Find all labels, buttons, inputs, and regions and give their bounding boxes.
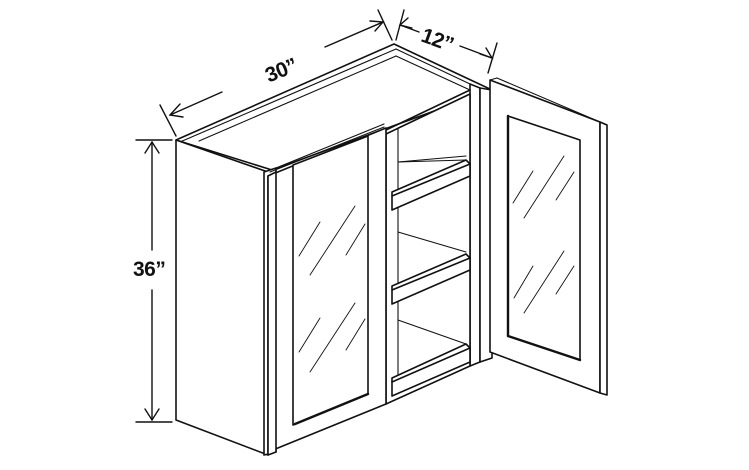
glass-reflection-icon bbox=[512, 155, 575, 314]
right-door-glass bbox=[507, 115, 581, 361]
left-door bbox=[267, 123, 387, 456]
depth-dimension-line bbox=[395, 9, 498, 74]
left-door-glass bbox=[292, 135, 369, 426]
height-dimension-label: 36” bbox=[133, 258, 166, 281]
right-door bbox=[489, 77, 608, 396]
glass-reflection-icon bbox=[298, 205, 366, 373]
height-dimension-line bbox=[135, 139, 173, 423]
cabinet-left-side bbox=[175, 139, 269, 456]
shelf-upper bbox=[391, 155, 471, 211]
cabinet-top bbox=[175, 43, 493, 171]
width-dimension-line bbox=[159, 9, 393, 137]
shelf-lower bbox=[391, 231, 471, 305]
cabinet-bottom bbox=[391, 319, 471, 397]
cabinet-right-stile bbox=[469, 83, 493, 367]
